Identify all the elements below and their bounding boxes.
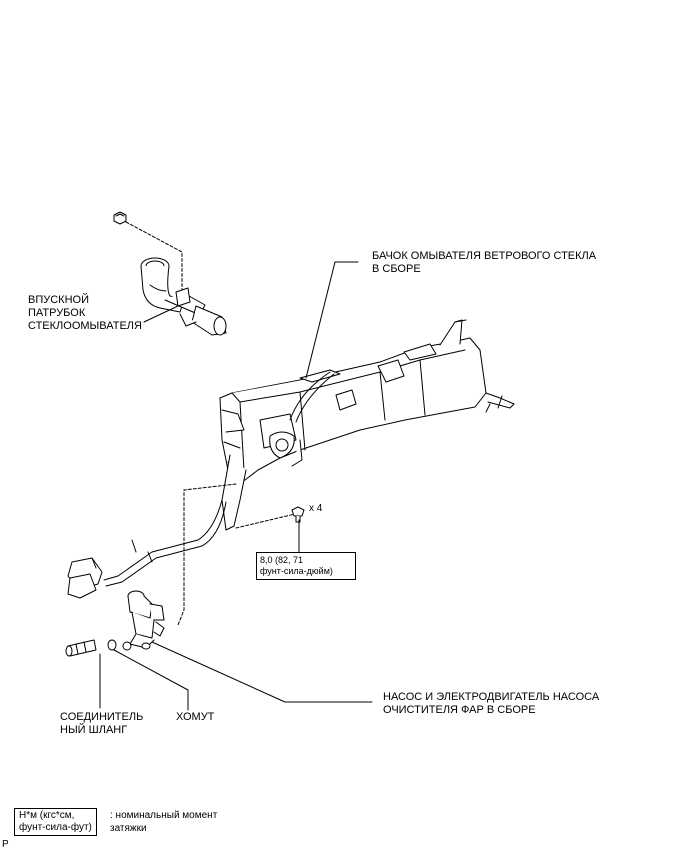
corner-mark: P <box>2 839 9 850</box>
label-leader-lines <box>99 261 373 711</box>
wire-harness-drawing <box>103 371 335 587</box>
washer-tank-drawing <box>219 319 515 531</box>
connector-hose-drawing <box>65 639 97 657</box>
clamp-label: ХОМУТ <box>176 711 215 723</box>
tank-dashed-leader <box>177 483 237 626</box>
tank-label: БАЧОК ОМЫВАТЕЛЯ ВЕТРОВОГО СТЕКЛА В СБОРЕ <box>372 250 597 275</box>
inlet-bolt-drawing <box>113 211 127 225</box>
bolt-x4-dashed-leader <box>235 513 296 529</box>
legend-description: : номинальный момент затяжки <box>110 810 218 834</box>
tank-bolt-drawing <box>291 506 305 523</box>
pump-motor-drawing <box>127 590 165 650</box>
inlet-label: ВПУСКНОЙ ПАТРУБОК СТЕКЛООМЫВАТЕЛЯ <box>28 294 142 332</box>
clamp-drawing <box>107 639 132 651</box>
bolt-dashed-leader <box>125 221 183 295</box>
torque-spec-box: 8,0 (82, 71 фунт-сила-дюйм) <box>256 552 356 580</box>
quantity-label: x 4 <box>309 503 323 514</box>
hose-label: СОЕДИНИТЕЛЬ НЫЙ ШЛАНГ <box>60 711 144 736</box>
connector-drawing <box>67 557 103 599</box>
legend-unit-box: Н*м (кгс*см, фунт-сила-фут) <box>14 808 97 836</box>
pump-label: НАСОС И ЭЛЕКТРОДВИГАТЕЛЬ НАСОСА ОЧИСТИТЕ… <box>383 691 600 716</box>
washer-inlet-drawing <box>140 257 227 336</box>
